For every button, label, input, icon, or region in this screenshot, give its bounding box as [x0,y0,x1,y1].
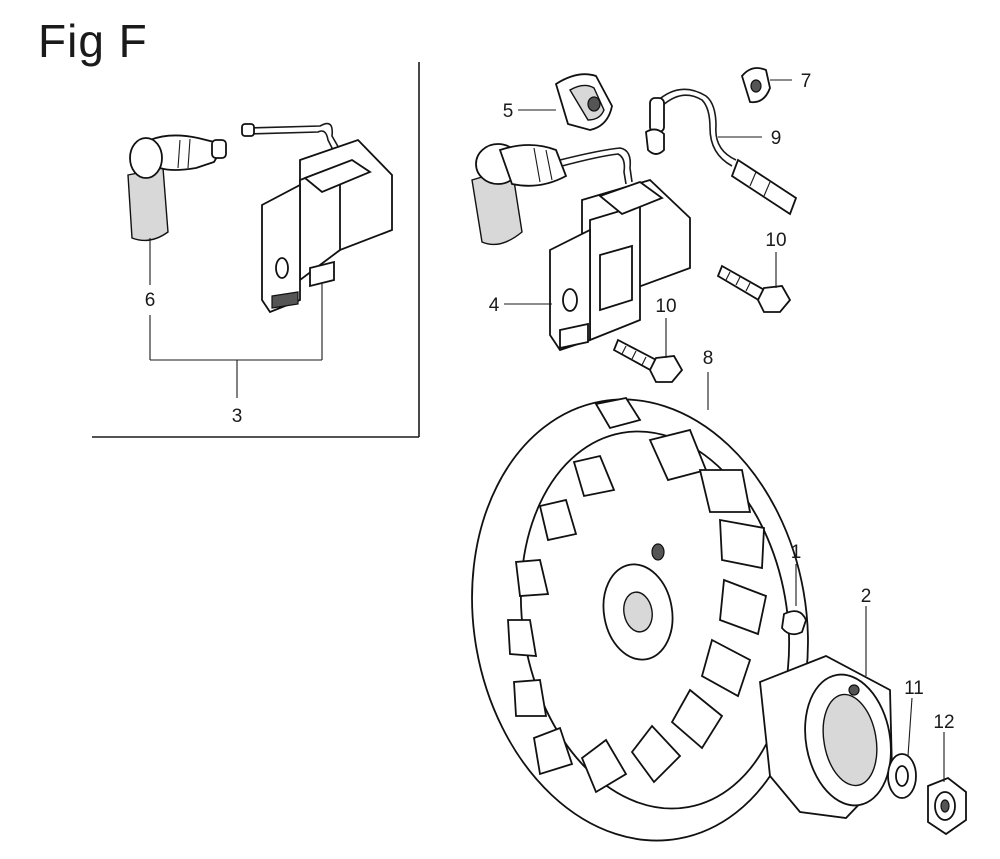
callout-10-lower: 10 [655,296,676,317]
callout-3: 3 [232,406,243,427]
callout-9: 9 [771,128,782,149]
key-part-1 [781,610,807,636]
spark-plug-cap-inset [127,134,227,242]
callout-5: 5 [503,101,514,122]
wire-clip-part-7 [740,67,771,104]
callout-labels: 1 2 3 4 5 6 7 8 9 10 10 11 12 [145,71,955,733]
callout-12: 12 [933,712,954,733]
callout-4: 4 [489,295,500,316]
callout-8: 8 [703,348,714,369]
inset-frame [92,62,420,438]
flywheel-fins [507,428,768,794]
leader-lines [504,79,945,782]
callout-11: 11 [904,678,924,699]
nut-part-12 [927,776,967,836]
bolt-part-10-lower [612,338,684,383]
callout-10-upper: 10 [765,230,786,251]
washer-part-11 [887,753,917,799]
spark-plug-cap [471,143,633,246]
starter-pulley-part-2 [759,655,893,819]
ignition-coil-inset [241,122,393,314]
callout-1: 1 [791,542,802,563]
stop-wire-part-9 [645,88,798,216]
callout-2: 2 [861,586,872,607]
inset-leaders [149,238,323,398]
coil-cover-part-5 [554,73,613,131]
callout-6: 6 [145,290,156,311]
bolt-part-10-upper [716,264,792,313]
figure-title: Fig F [38,15,148,67]
flywheel-part-8 [471,396,809,842]
callout-7: 7 [801,71,812,92]
ignition-coil [549,178,691,352]
